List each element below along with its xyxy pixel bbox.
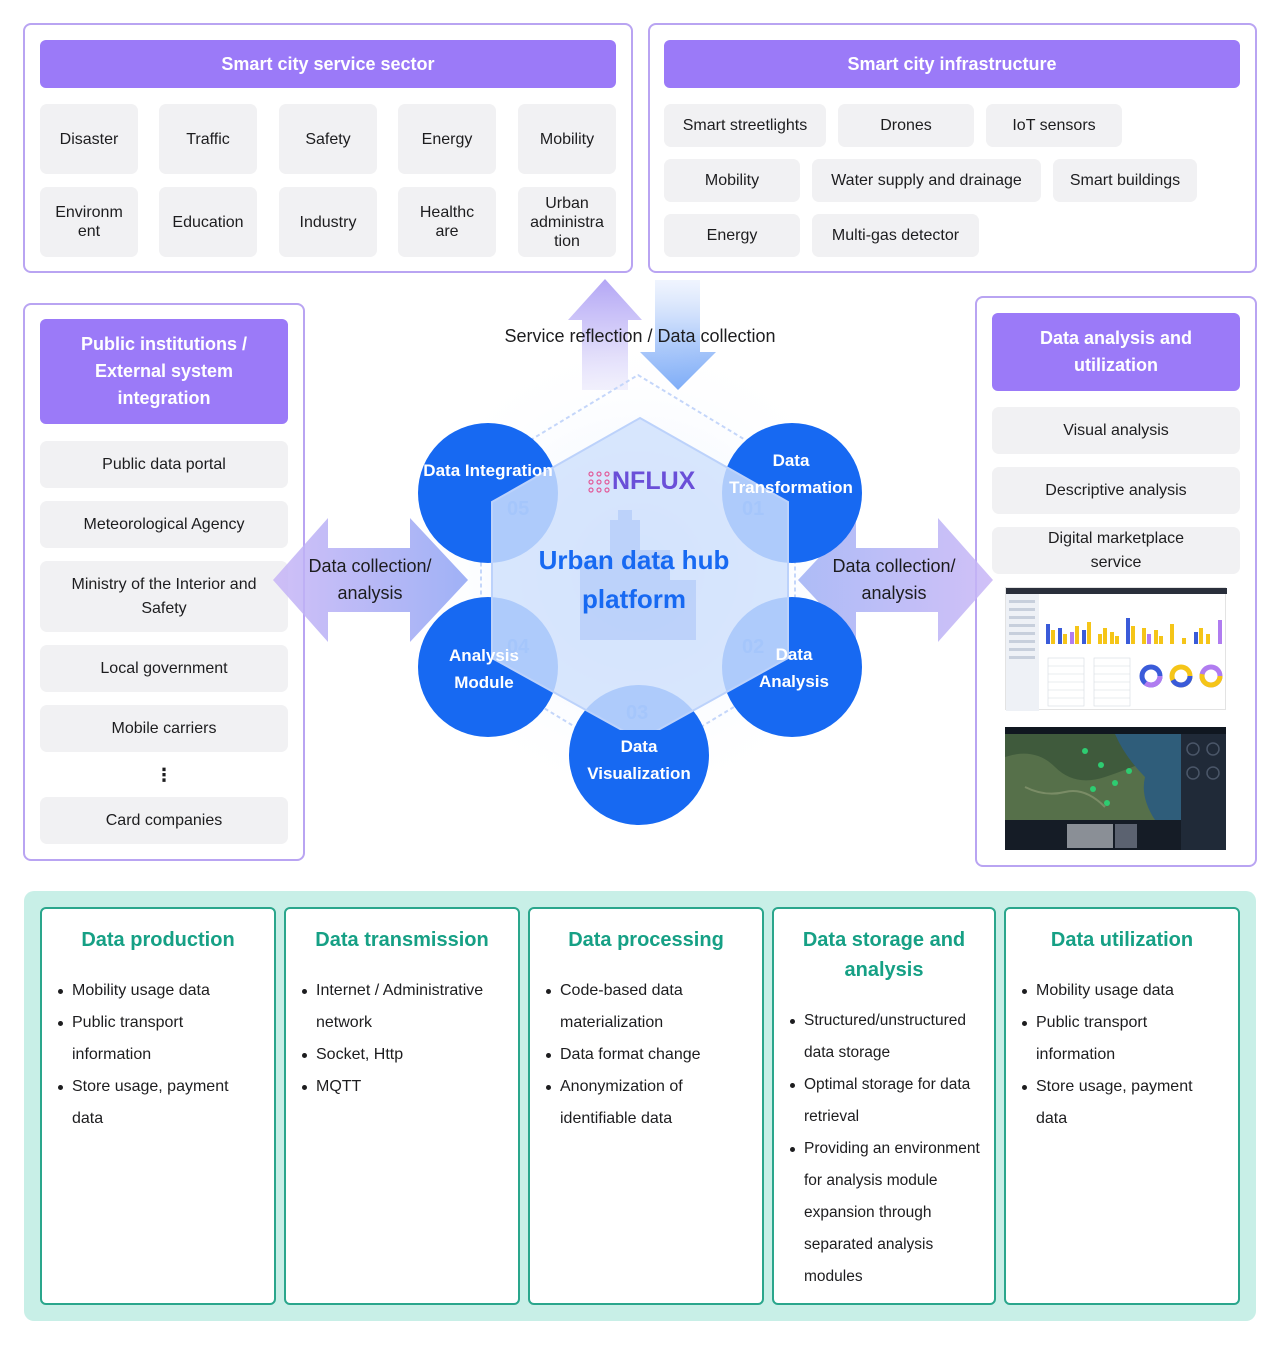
pipeline-list-transmission: Internet / Administrative network Socket… [286,975,518,1103]
module-label-integration: Data Integration [423,461,553,480]
pipeline-col-storage: Data storage and analysis Structured/uns… [772,907,996,1305]
infra-chip-multi-gas: Multi-gas detector [812,214,979,257]
arrow-left-double [273,518,468,642]
list-item: Store usage, payment data [1022,1071,1226,1135]
list-item: Public transport information [1022,1007,1226,1071]
list-item: Internet / Administrative network [302,975,506,1039]
pipeline-title-storage: Data storage and analysis [802,929,966,981]
infra-chip-streetlights: Smart streetlights [664,104,826,147]
nflux-logo-text: NFLUX [612,467,696,495]
infra-chip-smart-buildings: Smart buildings [1053,159,1197,202]
list-item: Mobility usage data [1022,975,1226,1007]
service-chip-environment: Environm ent [40,187,138,257]
service-chip-industry: Industry [279,187,377,257]
nflux-logo-mark-icon [588,470,610,493]
list-item: Mobility usage data [58,975,262,1007]
pipeline-title-production: Data production [81,929,235,951]
dashboard-screenshot-charts [1005,587,1227,711]
hub-hexagon [491,416,789,730]
analysis-title: Data analysis and utilization [992,313,1240,391]
analysis-row-visual: Visual analysis [992,407,1240,454]
list-item: Socket, Http [302,1039,506,1071]
service-chip-education: Education [159,187,257,257]
service-chip-energy: Energy [398,104,496,174]
list-item: Public transport information [58,1007,262,1071]
pipeline-col-utilization: Data utilization Mobility usage data Pub… [1004,907,1240,1305]
list-item: Data format change [546,1039,750,1071]
infrastructure-title: Smart city infrastructure [664,40,1240,88]
pipeline-title-processing: Data processing [568,929,724,951]
module-num-data-analysis: 02 [742,636,765,658]
pipeline-title-transmission: Data transmission [315,929,489,951]
service-chip-safety: Safety [279,104,377,174]
service-chip-traffic: Traffic [159,104,257,174]
flow-label-top: Service reflection / Data collection [504,326,776,346]
service-chip-healthcare: Healthc are [398,187,496,257]
list-item: Code-based data materialization [546,975,750,1039]
analysis-row-marketplace: Digital marketplace service [992,527,1240,574]
hub-title: Urban data hub platform [538,545,730,614]
arrow-right-double [798,518,993,642]
pipeline-col-production: Data production Mobility usage data Publ… [40,907,276,1305]
pub-row-card-companies: Card companies [40,797,288,844]
service-chip-disaster: Disaster [40,104,138,174]
flow-label-left: Data collection/ analysis [308,556,432,603]
public-institutions-title: Public institutions / External system in… [40,319,288,424]
service-chip-mobility: Mobility [518,104,616,174]
pub-row-local-government: Local government [40,645,288,692]
pipeline-list-utilization: Mobility usage data Public transport inf… [1006,975,1238,1135]
dashboard-map-illustration [1005,727,1226,850]
list-item: Store usage, payment data [58,1071,262,1135]
dashboard-screenshot-map [1005,727,1226,850]
infra-chip-mobility: Mobility [664,159,800,202]
pub-row-ministry: Ministry of the Interior and Safety [40,561,288,632]
analysis-row-descriptive: Descriptive analysis [992,467,1240,514]
pub-row-portal: Public data portal [40,441,288,488]
infra-chip-iot-sensors: IoT sensors [986,104,1122,147]
infra-chip-drones: Drones [838,104,974,147]
module-label-visualization: Data Visualization [587,737,691,783]
module-num-visualization: 03 [626,702,649,724]
pub-ellipsis: ⋮ [155,765,173,785]
list-item: Anonymization of identifiable data [546,1071,750,1135]
pipeline-list-processing: Code-based data materialization Data for… [530,975,762,1135]
pipeline-col-transmission: Data transmission Internet / Administrat… [284,907,520,1305]
pipeline-title-utilization: Data utilization [1050,929,1194,951]
module-num-integration: 05 [507,498,530,520]
list-item: MQTT [302,1071,506,1103]
module-label-transformation: Data Transformation [729,451,853,497]
pub-row-mobile-carriers: Mobile carriers [40,705,288,752]
service-sector-title: Smart city service sector [40,40,616,88]
infra-chip-energy: Energy [664,214,800,257]
list-item: Structured/unstructured data storage [790,1005,986,1069]
pipeline-col-processing: Data processing Code-based data material… [528,907,764,1305]
nflux-logo: NFLUX [588,467,695,496]
module-label-data-analysis: Data Analysis [759,645,829,691]
list-item: Optimal storage for data retrieval [790,1069,986,1133]
pipeline-list-production: Mobility usage data Public transport inf… [42,975,274,1135]
service-chip-urban-administration: Urban administra tion [518,187,616,257]
module-num-analysis-module: 04 [507,636,530,658]
dashboard-charts-illustration [1006,588,1227,711]
pipeline-list-storage: Structured/unstructured data storage Opt… [774,1005,994,1293]
list-item: Providing an environment for analysis mo… [790,1133,986,1293]
module-label-analysis-module: Analysis Module [449,646,519,692]
infra-chip-water-supply: Water supply and drainage [812,159,1041,202]
pub-row-meteorological: Meteorological Agency [40,501,288,548]
flow-label-right: Data collection/ analysis [832,556,956,603]
module-num-transformation: 01 [742,498,765,520]
